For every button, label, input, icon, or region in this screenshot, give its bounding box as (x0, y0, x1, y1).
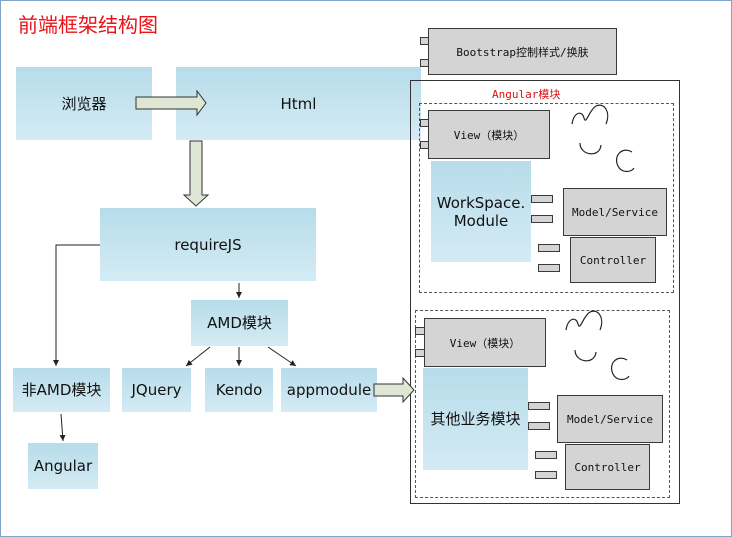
other-decoration (565, 310, 630, 381)
other-model-label: Model/Service (566, 412, 654, 426)
bootstrap-component: Bootstrap控制样式/换肤 (428, 28, 617, 75)
workspace-module-text: WorkSpace.Module (437, 194, 525, 230)
other-view-component: View（模块） (424, 318, 546, 367)
line-nonamd-to-angular (59, 413, 66, 442)
workspace-view-component: View（模块） (428, 110, 550, 159)
other-controller-label: Controller (574, 460, 641, 474)
ws-model-tab-bottom (531, 215, 553, 223)
non-amd-node: 非AMD模块 (13, 368, 110, 412)
kendo-label: Kendo (215, 381, 263, 399)
workspace-model-component: Model/Service (563, 188, 667, 236)
kendo-node: Kendo (205, 368, 273, 412)
line-amd-to-jquery (185, 346, 211, 367)
line-amd-to-appmodule (267, 346, 297, 367)
diagram-title: 前端框架结构图 (18, 13, 158, 37)
amd-node: AMD模块 (191, 300, 288, 346)
workspace-controller-label: Controller (579, 253, 647, 267)
other-business-label: 其他业务模块 (430, 410, 521, 428)
non-amd-label: 非AMD模块 (21, 381, 102, 399)
angular-node: Angular (28, 443, 98, 489)
angular-label: Angular (33, 457, 93, 475)
amd-label: AMD模块 (207, 314, 272, 332)
requirejs-node: requireJS (100, 208, 316, 281)
ws-model-tab-top (531, 195, 553, 203)
arrow-appmodule-to-angular (373, 376, 415, 404)
browser-node: 浏览器 (16, 67, 152, 140)
ws-ctrl-tab-top (538, 244, 560, 252)
html-node: Html (176, 67, 421, 140)
workspace-label-line2: Module (453, 211, 509, 230)
workspace-decoration (571, 104, 635, 173)
jquery-node: JQuery (122, 368, 191, 412)
jquery-label: JQuery (131, 381, 182, 399)
workspace-view-label: View（模块） (453, 128, 525, 142)
appmodule-label: appmodule (286, 381, 372, 399)
requirejs-label: requireJS (174, 235, 242, 254)
other-model-tab-bottom (528, 422, 550, 430)
other-view-label: View（模块） (449, 336, 521, 350)
other-model-tab-top (528, 402, 550, 410)
angular-module-title: Angular模块 (492, 88, 561, 101)
appmodule-node: appmodule (281, 368, 377, 412)
other-ctrl-tab-bottom (535, 471, 557, 479)
line-requirejs-to-nonamd (53, 244, 100, 366)
other-model-component: Model/Service (557, 395, 663, 443)
workspace-group (419, 103, 674, 293)
other-controller-component: Controller (565, 444, 650, 490)
other-group (415, 310, 670, 498)
ws-ctrl-tab-bottom (538, 264, 560, 272)
bootstrap-label: Bootstrap控制样式/换肤 (456, 45, 589, 59)
browser-label: 浏览器 (61, 94, 107, 113)
html-label: Html (280, 94, 317, 113)
other-business-node: 其他业务模块 (423, 368, 528, 470)
workspace-controller-component: Controller (570, 237, 656, 283)
other-ctrl-tab-top (535, 451, 557, 459)
workspace-label-line1: WorkSpace. (436, 193, 526, 212)
arrow-html-to-requirejs (182, 140, 210, 207)
angular-module-container (410, 80, 680, 504)
workspace-model-label: Model/Service (571, 205, 659, 219)
arrow-browser-to-html (135, 89, 207, 117)
workspace-module-node: WorkSpace.Module (431, 161, 531, 262)
